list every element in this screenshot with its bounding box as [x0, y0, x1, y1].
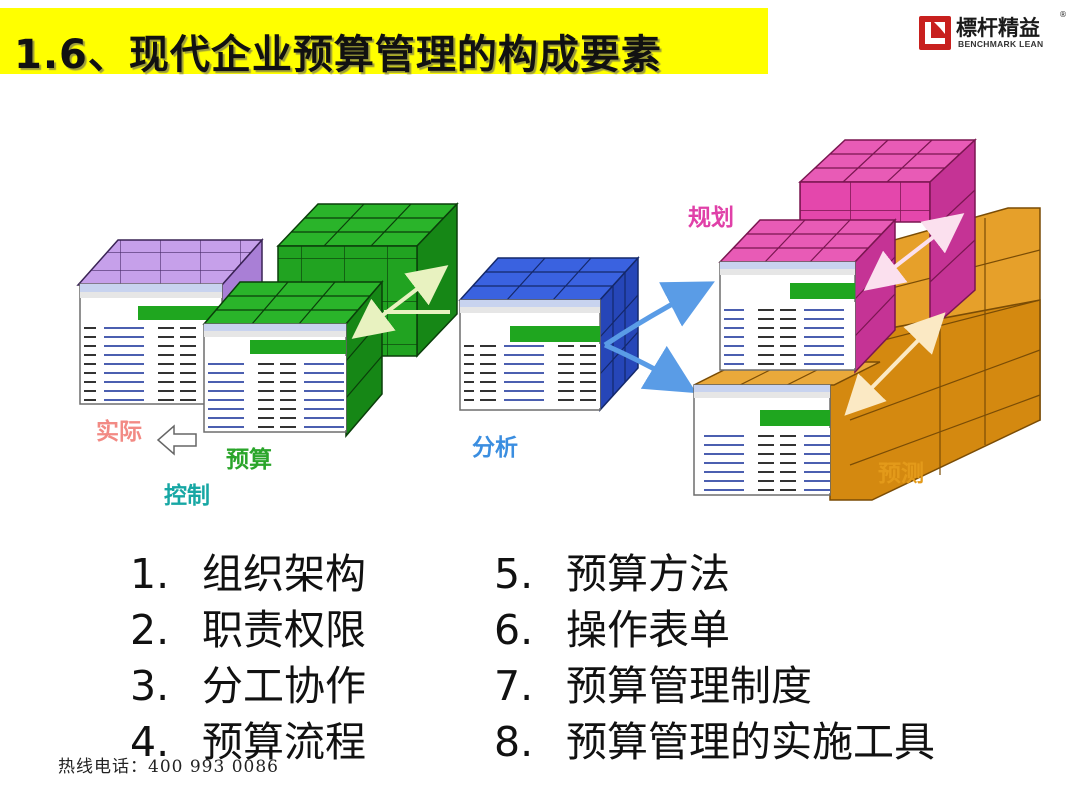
list-item-number: 2. [130, 606, 202, 654]
label-forecast: 预测 [878, 454, 924, 488]
list-item-text: 分工协作 [202, 662, 366, 710]
spreadsheet-planning [720, 262, 855, 370]
list-item-text: 职责权限 [202, 606, 366, 654]
list-item: 1.组织架构 [130, 540, 366, 600]
label-analysis: 分析 [472, 428, 518, 462]
list-item: 3.分工协作 [130, 652, 366, 712]
list-item-text: 操作表单 [566, 606, 730, 654]
hotline-text: 热线电话：400 993 0086 [58, 752, 279, 777]
list-item: 7.预算管理制度 [494, 652, 812, 712]
label-planning: 规划 [688, 198, 734, 232]
list-item-number: 6. [494, 606, 566, 654]
list-item-text: 预算管理制度 [566, 662, 812, 710]
list-item: 8.预算管理的实施工具 [494, 708, 935, 768]
label-control: 控制 [164, 476, 210, 510]
list-item-number: 5. [494, 550, 566, 598]
list-item: 5.预算方法 [494, 540, 730, 600]
list-item-text: 预算方法 [566, 550, 730, 598]
spreadsheet-analysis [460, 300, 600, 410]
control-arrow-icon [158, 426, 196, 454]
list-item: 6.操作表单 [494, 596, 730, 656]
list-item-number: 1. [130, 550, 202, 598]
spreadsheet-budget [204, 324, 346, 432]
list-item-number: 3. [130, 662, 202, 710]
list-item-number: 8. [494, 718, 566, 766]
list-item-text: 组织架构 [202, 550, 366, 598]
budget-cube-diagram [0, 0, 1080, 520]
spreadsheet-actual [80, 284, 222, 404]
label-budget: 预算 [226, 440, 272, 474]
spreadsheet-forecast [694, 385, 830, 495]
list-item: 2.职责权限 [130, 596, 366, 656]
list-item-number: 7. [494, 662, 566, 710]
list-item-text: 预算管理的实施工具 [566, 718, 935, 766]
label-actual: 实际 [96, 412, 142, 446]
